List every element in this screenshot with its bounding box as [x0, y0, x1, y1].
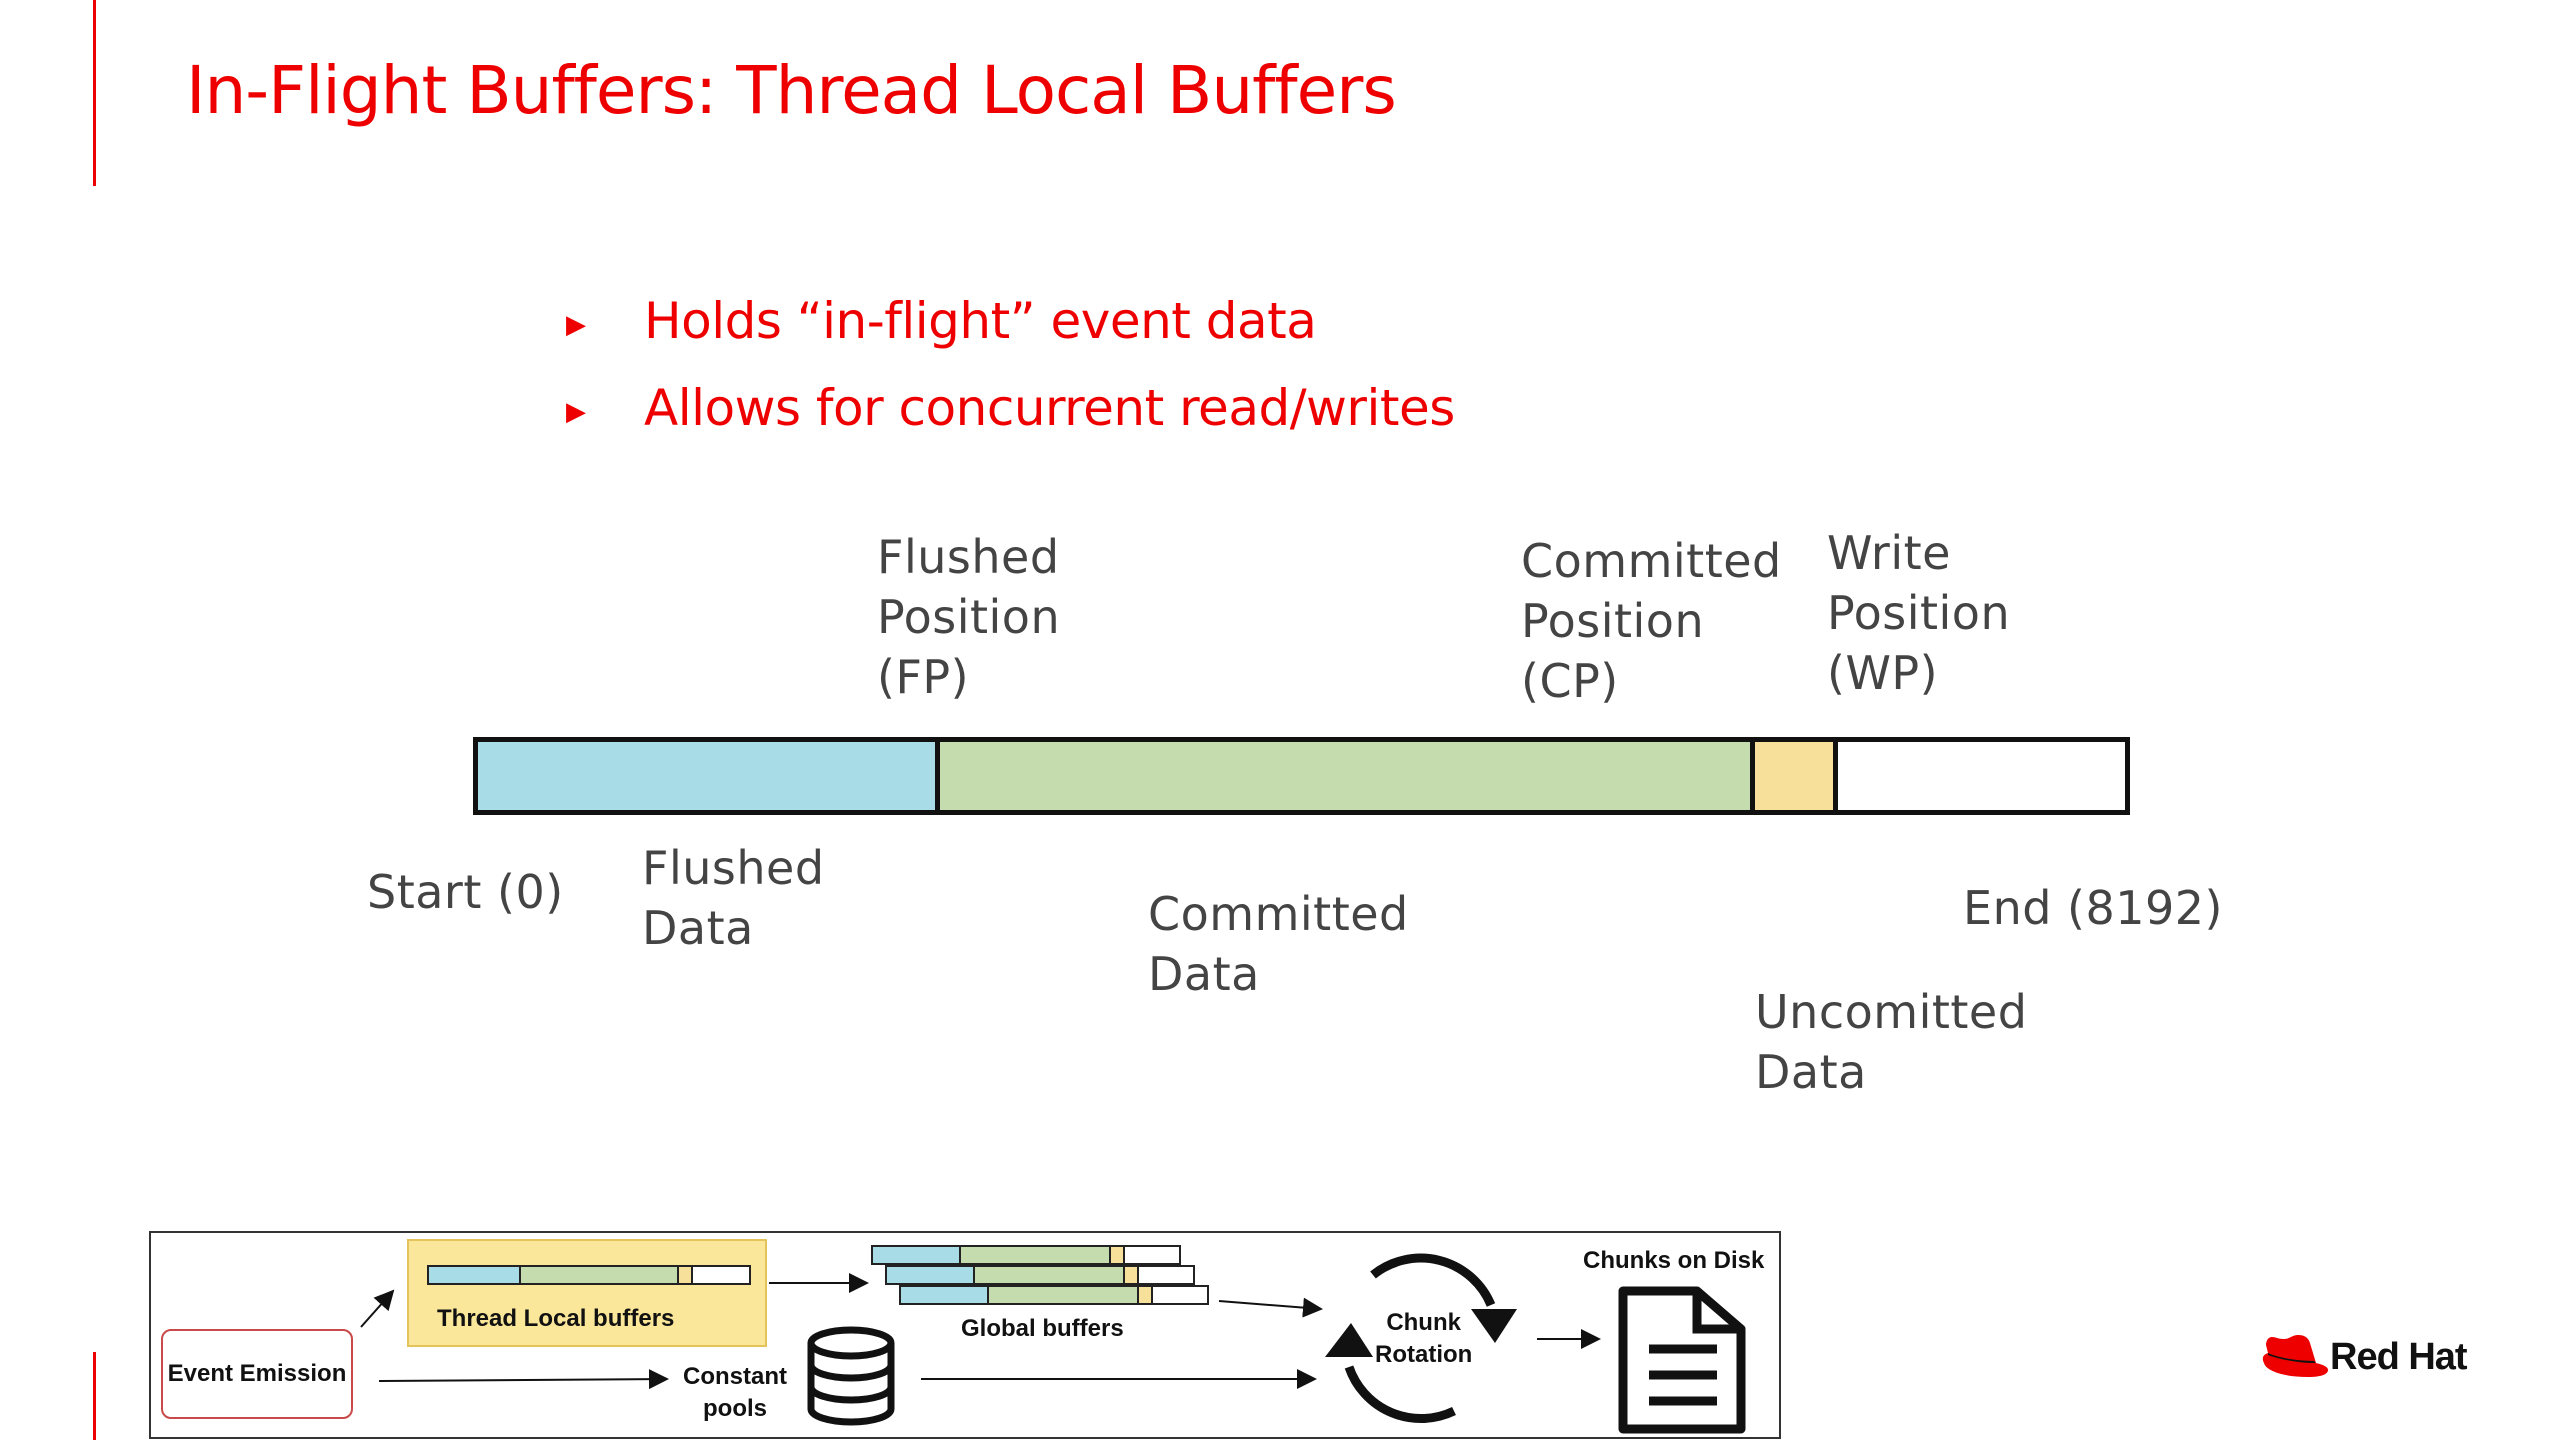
bullet-item: ▶ Allows for concurrent read/writes — [560, 379, 1455, 466]
chunk-rotation-label: Chunk Rotation — [1375, 1309, 1473, 1368]
label-flushed-position: Flushed Position (FP) — [877, 530, 1061, 704]
accent-line-bottom — [93, 1352, 96, 1440]
redhat-brand-name: Red Hat — [2330, 1336, 2468, 1378]
segment-committed-data — [935, 742, 1750, 810]
buffer-bar — [473, 737, 2130, 815]
triangle-right-icon: ▶ — [566, 310, 586, 340]
arrow-event-to-tlb — [360, 1289, 395, 1328]
arrow-global-to-rotation — [1218, 1297, 1323, 1318]
label-start: Start (0) — [367, 865, 564, 919]
global-buffer-bar — [871, 1245, 1181, 1265]
global-buffers-label: Global buffers — [961, 1315, 1124, 1342]
bullet-list: ▶ Holds “in-flight” event data ▶ Allows … — [560, 292, 1455, 466]
constant-pools-label: Constant pools — [683, 1363, 787, 1422]
bullet-text: Allows for concurrent read/writes — [644, 379, 1455, 437]
pipeline-diagram: Thread Local buffers Event Emission Glob… — [149, 1231, 1781, 1439]
label-uncommitted-data: Uncomitted Data — [1755, 985, 2028, 1099]
arrow-event-to-pools — [378, 1369, 669, 1390]
triangle-right-icon: ▶ — [566, 397, 586, 427]
segment-flushed-data — [478, 742, 935, 810]
pipeline-graphics — [360, 1253, 1746, 1434]
global-buffer-bar — [885, 1265, 1195, 1285]
segment-uncommitted-data — [1750, 742, 1833, 810]
accent-line-top — [93, 0, 96, 186]
thread-local-buffer-bar — [427, 1265, 751, 1285]
segment-free-space — [1833, 742, 2125, 810]
database-icon — [807, 1326, 895, 1426]
label-committed-data: Committed Data — [1148, 887, 1409, 1001]
bullet-text: Holds “in-flight” event data — [644, 292, 1317, 350]
thread-local-buffers-label: Thread Local buffers — [437, 1305, 675, 1332]
label-write-position: Write Position (WP) — [1827, 526, 2011, 700]
label-end: End (8192) — [1963, 881, 2223, 935]
chunks-on-disk-label: Chunks on Disk — [1583, 1247, 1765, 1274]
label-committed-position: Committed Position (CP) — [1521, 534, 1782, 708]
rotation-arrows-icon — [1325, 1253, 1517, 1424]
event-emission-box: Event Emission — [161, 1329, 353, 1419]
thread-local-buffers-box: Thread Local buffers — [407, 1239, 767, 1347]
bullet-item: ▶ Holds “in-flight” event data — [560, 292, 1455, 379]
label-flushed-data: Flushed Data — [642, 841, 825, 955]
redhat-fedora-icon — [2262, 1335, 2328, 1377]
slide-title: In-Flight Buffers: Thread Local Buffers — [186, 52, 1397, 129]
global-buffer-bar — [899, 1285, 1209, 1305]
document-icon — [1618, 1286, 1746, 1434]
